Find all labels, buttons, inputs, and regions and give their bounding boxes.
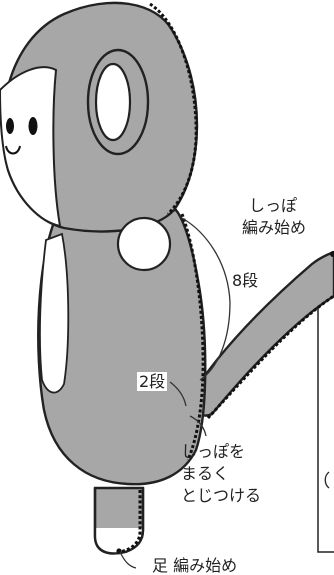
leader-attach [189, 415, 207, 437]
label-attach-1: しっぽを [181, 442, 246, 461]
tail [184, 250, 334, 420]
head [0, 1, 199, 233]
eye-right [28, 117, 38, 135]
inset-panel [317, 289, 334, 553]
arc-2-rows [169, 381, 187, 407]
label-attach-3: とじつける [181, 486, 262, 505]
label-tail-start-2: 編み始め [242, 218, 307, 237]
label-tail-start-1: しっぽ [249, 196, 298, 215]
measurement-arcs [119, 217, 231, 569]
label-foot-start: 足 編み始め [152, 556, 238, 575]
leader-foot [119, 551, 137, 569]
ear-opening [94, 62, 132, 142]
tail-start-dot [330, 251, 334, 257]
label-rows-2: 2段 [137, 372, 168, 391]
label-attach-2: まるく [181, 464, 230, 483]
leg [93, 486, 145, 555]
arc-8-rows [181, 217, 231, 381]
neck-circle [116, 216, 172, 272]
label-rows-8: 8段 [232, 271, 259, 290]
body [37, 208, 207, 486]
eye-left [6, 118, 14, 134]
mouth [5, 145, 21, 155]
